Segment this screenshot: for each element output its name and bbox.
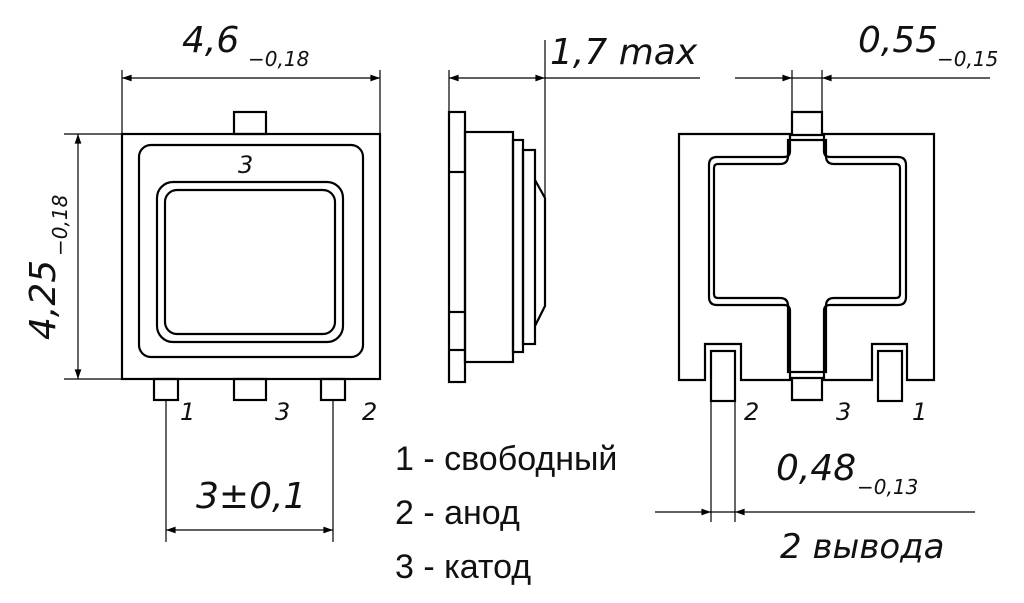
front-window-outer	[155, 180, 345, 344]
front-pin-label-1: 1	[180, 398, 195, 426]
front-pin-2	[319, 377, 347, 402]
height-tolerance: −0,18	[48, 195, 72, 256]
lead-width-tolerance: −0,15	[937, 47, 998, 71]
back-cathode-pad-inner	[712, 138, 902, 374]
width-tolerance: −0,18	[248, 47, 309, 71]
lead-width-value: 0,55	[858, 20, 938, 61]
dimension-pitch: 3±0,1	[165, 400, 334, 542]
front-pin-label-2: 2	[362, 398, 377, 426]
pad-count-label: 2 вывода	[780, 527, 945, 567]
back-pad-1	[876, 349, 904, 403]
front-frame	[137, 143, 365, 359]
front-window-inner	[163, 188, 337, 336]
front-view: 3 1 3 2	[120, 110, 382, 426]
pad-width-value: 0,48	[776, 448, 856, 489]
side-view	[447, 110, 547, 384]
back-view: 2 3 1	[677, 110, 936, 426]
dimension-height: 4,25 −0,18	[23, 133, 122, 380]
back-body-outline	[677, 110, 936, 402]
back-cathode-pad	[707, 133, 908, 380]
side-step-1	[511, 138, 525, 354]
legend-item-3: 3 - катод	[395, 548, 532, 586]
front-top-tab	[232, 110, 268, 136]
side-step-2	[521, 148, 537, 346]
pad-width-tolerance: −0,13	[857, 475, 918, 499]
thickness-value: 1,7 max	[550, 32, 698, 73]
front-pin-3	[232, 377, 268, 402]
side-base	[447, 110, 467, 384]
pitch-value: 3±0,1	[196, 476, 306, 517]
back-pin-label-1: 1	[912, 398, 927, 426]
dimension-pad-width: 0,48 −0,13 2 вывода	[655, 401, 975, 567]
legend-item-1: 1 - свободный	[395, 440, 618, 478]
dimension-width: 4,6 −0,18	[121, 20, 381, 134]
front-pin-label-3: 3	[275, 398, 290, 426]
back-pin-label-2: 2	[744, 398, 759, 426]
back-pad-2	[709, 349, 737, 403]
height-value: 4,25	[23, 260, 64, 340]
front-pin-1	[152, 377, 180, 402]
front-top-label: 3	[238, 151, 253, 179]
legend-item-2: 2 - анод	[395, 494, 520, 532]
side-body	[463, 130, 515, 364]
width-value: 4,6	[182, 20, 239, 61]
side-lens	[534, 179, 547, 327]
dimension-lead-width: 0,55 −0,15	[735, 20, 998, 112]
dimension-thickness: 1,7 max	[448, 32, 700, 198]
back-pin-label-3: 3	[836, 398, 851, 426]
